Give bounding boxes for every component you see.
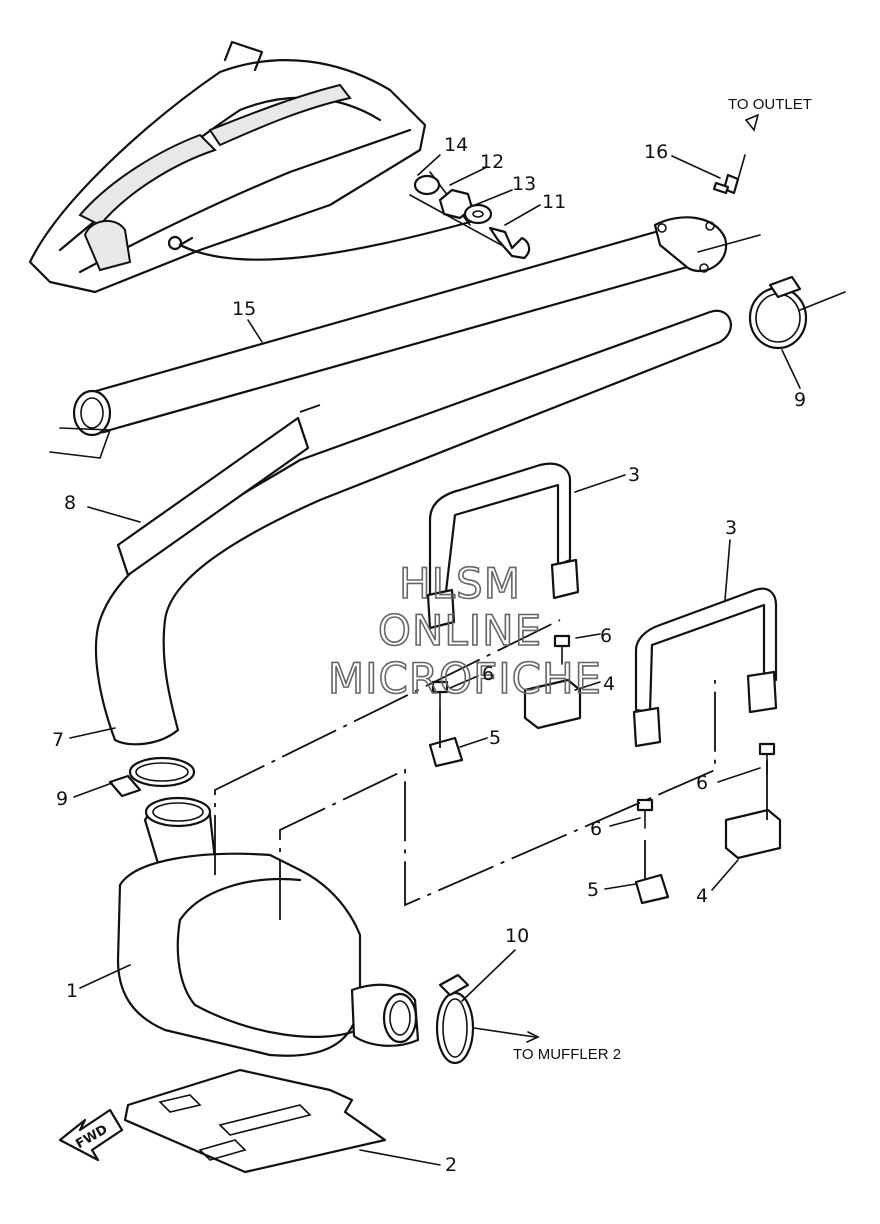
callout-11: 11: [542, 191, 566, 213]
callout-6-a: 6: [600, 625, 612, 647]
muffler-1: [116, 796, 420, 1057]
to-muffler-note: TO MUFFLER 2: [513, 1046, 621, 1063]
callout-7: 7: [52, 729, 64, 751]
callout-15: 15: [232, 298, 256, 320]
callout-16: 16: [644, 141, 668, 163]
leader-lines: [69, 154, 801, 1166]
watercraft-hull: [28, 40, 472, 294]
to-outlet-note: TO OUTLET: [728, 96, 812, 113]
bolt-6-d: [636, 798, 654, 829]
callout-1: 1: [66, 980, 78, 1002]
clip-5-a: [428, 736, 464, 768]
outlet-nipple: [712, 114, 759, 195]
bolt-6-b: [431, 680, 449, 711]
bracket-3-left: [426, 462, 580, 630]
callout-10: 10: [505, 925, 529, 947]
watermark-line2: ONLINE: [378, 606, 542, 655]
clamp-9-top: [748, 275, 846, 350]
clamp-10: [435, 973, 540, 1065]
callout-6-b: 6: [482, 663, 494, 685]
callout-12: 12: [480, 151, 504, 173]
callout-4-b: 4: [696, 885, 708, 907]
callout-5-b: 5: [587, 879, 599, 901]
callouts: 14 12 13 11 16 15 9 8 3 3 6 6 4 5 6 6 5 …: [52, 134, 806, 1176]
callout-13: 13: [512, 173, 536, 195]
callout-3-b: 3: [725, 517, 737, 539]
callout-5-a: 5: [489, 727, 501, 749]
watermark-line1: HLSM: [399, 559, 521, 608]
pipe-15: [49, 216, 761, 459]
bolt-6-a: [553, 634, 571, 665]
fwd-arrow: FWD: [58, 1108, 124, 1162]
plate-2: [123, 1068, 387, 1174]
watermark: HLSM ONLINE MICROFICHE: [327, 558, 602, 704]
assembly-lines: [214, 404, 768, 920]
bracket-3-right: [632, 587, 778, 748]
block-4-b: [724, 808, 782, 860]
block-4-a: [523, 678, 582, 730]
callout-4-a: 4: [603, 673, 615, 695]
outlet-fittings: [409, 171, 531, 260]
callout-9-top: 9: [794, 389, 806, 411]
clip-5-b: [634, 873, 670, 905]
callout-2: 2: [445, 1154, 457, 1176]
clamp-9-bottom: [108, 756, 196, 798]
callout-6-c: 6: [696, 772, 708, 794]
pad-8: [116, 416, 310, 577]
callout-3-a: 3: [628, 464, 640, 486]
watermark-line3: MICROFICHE: [328, 654, 602, 703]
callout-9-bottom: 9: [56, 788, 68, 810]
callout-6-d: 6: [590, 818, 602, 840]
callout-8: 8: [64, 492, 76, 514]
hose-7: [94, 309, 732, 746]
callout-14: 14: [444, 134, 468, 156]
